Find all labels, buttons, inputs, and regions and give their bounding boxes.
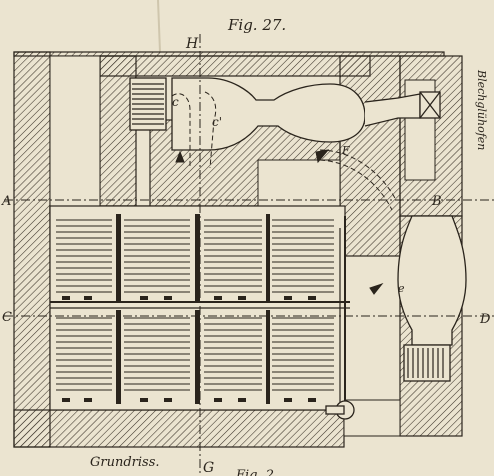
paper-fold [157,0,161,53]
section-lines [4,34,494,476]
plate-stack-lower-1 [56,317,112,391]
plate-stacks [56,219,334,391]
label-e: e [398,282,405,295]
label-d: D [479,312,491,327]
plate-stack-lower-4 [272,317,334,391]
plate-stack-upper-4 [272,219,334,293]
round-flue [325,400,355,420]
label-h: H [185,36,199,52]
label-g: G [203,460,214,476]
upper-grate [132,83,164,125]
label-f: F [341,144,350,157]
bottom-fragment: Fig. 2. [235,468,278,476]
support-piers [62,214,316,404]
flow-arrows [175,149,384,295]
label-c: C [2,310,12,325]
label-b: B [431,194,442,209]
plate-stack-lower-3 [204,317,262,391]
figure-caption: Grundriss. [90,455,160,470]
label-c-prime: c' [212,115,222,129]
plate-stack-upper-3 [204,219,262,293]
plate-stack-upper-1 [56,219,112,293]
side-label: Blechglühofen [475,69,488,150]
figure-title: Fig. 27. [227,16,286,34]
side-furnace [397,215,467,382]
label-a: A [1,194,11,209]
side-grate [407,348,444,378]
plate-stack-upper-2 [124,219,190,293]
label-c-small: c [172,95,179,109]
flue-paths [171,91,397,211]
interior-rooms [49,55,436,437]
plate-stack-lower-2 [124,317,190,391]
